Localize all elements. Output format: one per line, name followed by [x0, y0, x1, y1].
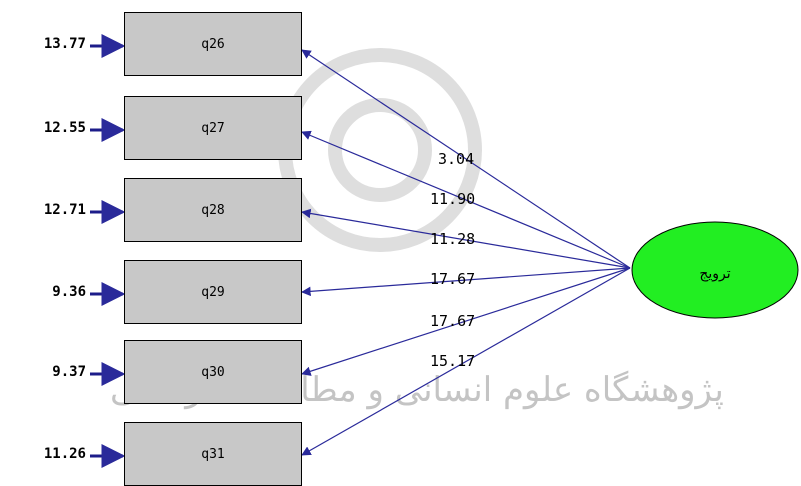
error-value: 12.71: [43, 202, 86, 218]
error-value: 9.37: [52, 364, 86, 380]
indicator-box[interactable]: q31: [124, 422, 302, 486]
loading-value: 17.67: [430, 312, 476, 330]
loading-value: 11.90: [430, 190, 476, 208]
indicator-box[interactable]: q28: [124, 178, 302, 242]
loading-value: 3.04: [438, 150, 475, 168]
indicator-label: q30: [201, 364, 225, 380]
indicator-label: q26: [201, 36, 225, 52]
indicator-box[interactable]: q29: [124, 260, 302, 324]
indicator-label: q31: [201, 446, 225, 462]
indicator-label: q28: [201, 202, 225, 218]
loading-arrow: [301, 49, 631, 269]
loading-arrow: [301, 208, 631, 269]
latent-ellipse[interactable]: [631, 221, 799, 319]
indicator-box[interactable]: q26: [124, 12, 302, 76]
loading-value: 11.28: [430, 230, 476, 248]
error-arrows: [90, 34, 126, 468]
indicator-box[interactable]: q30: [124, 340, 302, 404]
loading-arrow: [301, 267, 631, 376]
loading-value: 15.17: [430, 352, 476, 370]
indicator-box[interactable]: q27: [124, 96, 302, 160]
loading-arrows: [301, 49, 631, 456]
loading-value: 17.67: [430, 270, 476, 288]
indicator-label: q27: [201, 120, 225, 136]
indicator-label: q29: [201, 284, 225, 300]
error-value: 12.55: [43, 120, 86, 136]
latent-label: ترويج: [699, 266, 731, 282]
error-value: 9.36: [52, 284, 86, 300]
loading-arrow: [301, 267, 631, 297]
loading-arrow: [301, 267, 631, 456]
loading-arrow: [301, 130, 631, 269]
error-value: 13.77: [43, 36, 86, 52]
error-value: 11.26: [43, 446, 86, 462]
